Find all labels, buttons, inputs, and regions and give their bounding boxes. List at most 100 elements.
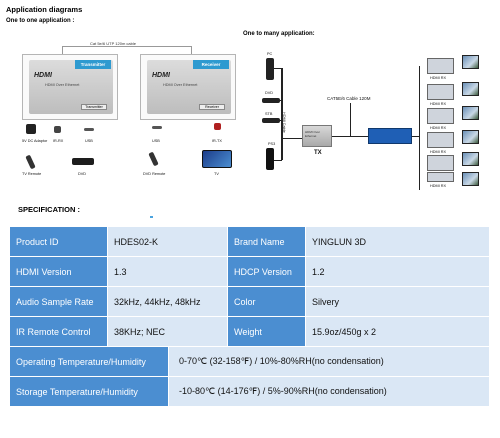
dvd-player-icon — [72, 158, 94, 165]
rx-unit — [427, 84, 454, 100]
cable-label: Cat 5e/6 UTP 120m cable — [90, 41, 136, 46]
rx-unit — [427, 155, 454, 171]
source-label-ps3: PS3 — [268, 142, 276, 146]
source-label-pc: PC — [267, 52, 273, 56]
ir-receiver-icon — [54, 126, 61, 133]
spec-table: Product ID HDES02-K Brand Name YINGLUN 3… — [10, 227, 490, 407]
spec-value: 38KHz; NEC — [108, 317, 228, 346]
spec-value: Silvery — [306, 287, 490, 316]
usb-icon — [84, 128, 94, 131]
hdmi-cable-line — [282, 138, 302, 139]
spec-title: SPECIFICATION : — [18, 205, 80, 214]
rx-bottom-label-0: DVD Remote — [143, 172, 166, 176]
tx-label: TX — [314, 150, 322, 156]
tx-bottom-label-1: DVD — [78, 172, 87, 176]
rx-icon-label-0: USB — [152, 139, 160, 143]
rx-unit-label: HDMI RX — [430, 126, 447, 130]
spec-value: 32kHz, 44kHz, 48kHz — [108, 287, 228, 316]
tx-icon-label-0: 5V DC Adaptor — [22, 139, 48, 143]
one-to-one-heading: One to one application : — [6, 18, 75, 24]
spec-value: 1.2 — [306, 257, 490, 286]
spec-key: Audio Sample Rate — [10, 287, 108, 316]
transmitter-desc: HDMI Over Ethernet — [45, 83, 80, 87]
spec-key: Color — [228, 287, 306, 316]
rx-unit — [427, 132, 454, 148]
spec-key: Product ID — [10, 227, 108, 256]
spec-row: Operating Temperature/Humidity 0-70℃ (32… — [10, 347, 490, 377]
spec-row: Storage Temperature/Humidity -10-80℃ (14… — [10, 377, 490, 407]
rx-unit-label: HDMI RX — [430, 184, 447, 188]
spec-value: 0-70℃ (32-158℉) / 10%-80%RH(no condensat… — [169, 347, 490, 376]
tv-icon — [462, 130, 479, 144]
spec-value: YINGLUN 3D — [306, 227, 490, 256]
transmitter-device: Transmitter HDMI HDMI Over Ethernet Tran… — [22, 54, 118, 120]
rx-icon-label-1: IR-TX — [212, 139, 222, 143]
receiver-device: Receiver HDMI HDMI Over Ethernet Receive… — [140, 54, 236, 120]
usb-icon — [152, 126, 162, 129]
transmitter-role: Transmitter — [81, 104, 107, 110]
spec-key: HDCP Version — [228, 257, 306, 286]
spec-value: HDES02-K — [108, 227, 228, 256]
receiver-tag: Receiver — [193, 60, 229, 69]
spec-key: IR Remote Control — [10, 317, 108, 346]
dvd-remote-icon — [148, 151, 159, 167]
spec-key: Brand Name — [228, 227, 306, 256]
spec-row: Product ID HDES02-K Brand Name YINGLUN 3… — [10, 227, 490, 257]
ir-transmitter-icon — [214, 123, 221, 130]
rx-unit-label: HDMI RX — [430, 150, 447, 154]
hdmi-logo: HDMI — [34, 72, 52, 79]
diagram-title: Application diagrams — [6, 5, 83, 14]
pc-icon — [266, 58, 274, 80]
rx-unit — [427, 108, 454, 124]
network-switch-icon — [368, 128, 412, 144]
cable-line — [62, 46, 192, 54]
dvd-icon — [262, 98, 280, 103]
tv-icon — [462, 172, 479, 186]
tx-device-text: HDMI Over Ethernet — [305, 130, 320, 138]
tv-icon — [462, 82, 479, 96]
power-adapter-icon — [26, 124, 36, 134]
tv-remote-icon — [25, 154, 36, 170]
tx-icon-label-2: USB — [85, 139, 93, 143]
receiver-role: Receiver — [199, 104, 225, 110]
receiver-desc: HDMI Over Ethernet — [163, 83, 198, 87]
cat-cable-pointer — [350, 103, 351, 136]
transmitter-tag: Transmitter — [75, 60, 111, 69]
rx-unit — [427, 58, 454, 74]
one-to-many-heading: One to many application: — [243, 31, 315, 37]
dvd-link — [280, 100, 283, 101]
stb-icon — [262, 118, 280, 123]
cat-cable-label: CAT5E/6 Cable 120M — [327, 96, 371, 101]
switch-out-line — [412, 136, 420, 137]
spec-value: 15.9oz/450g x 2 — [306, 317, 490, 346]
tv-icon — [462, 55, 479, 69]
tx-device: HDMI Over Ethernet — [302, 125, 332, 147]
spec-value: -10-80℃ (14-176℉) / 5%-90%RH(no condensa… — [169, 377, 490, 406]
stb-link — [280, 120, 283, 121]
spec-key: Weight — [228, 317, 306, 346]
tx-bottom-label-0: TV Remote — [22, 172, 42, 176]
ps3-icon — [266, 148, 274, 170]
rx-unit — [427, 172, 454, 182]
pc-link — [274, 68, 282, 69]
source-label-dvd: DVD — [265, 91, 274, 95]
source-label-stb: STB — [265, 112, 273, 116]
spec-key: Storage Temperature/Humidity — [10, 377, 169, 406]
hdmi-cable-label: HDMI Cable — [282, 112, 286, 133]
tx-to-switch-line — [332, 136, 368, 137]
spec-accent-mark — [150, 216, 153, 218]
ps3-link — [274, 160, 282, 161]
tx-icon-label-1: IR-RX — [53, 139, 64, 143]
spec-value: 1.3 — [108, 257, 228, 286]
rx-unit-label: HDMI RX — [430, 76, 447, 80]
spec-row: IR Remote Control 38KHz; NEC Weight 15.9… — [10, 317, 490, 347]
rx-bottom-label-1: TV — [214, 172, 219, 176]
hdmi-logo: HDMI — [152, 72, 170, 79]
tv-icon — [462, 152, 479, 166]
tv-icon — [462, 106, 479, 120]
rx-unit-label: HDMI RX — [430, 102, 447, 106]
rx-bus-line — [419, 66, 420, 190]
spec-row: HDMI Version 1.3 HDCP Version 1.2 — [10, 257, 490, 287]
tv-icon — [202, 150, 232, 168]
spec-row: Audio Sample Rate 32kHz, 44kHz, 48kHz Co… — [10, 287, 490, 317]
